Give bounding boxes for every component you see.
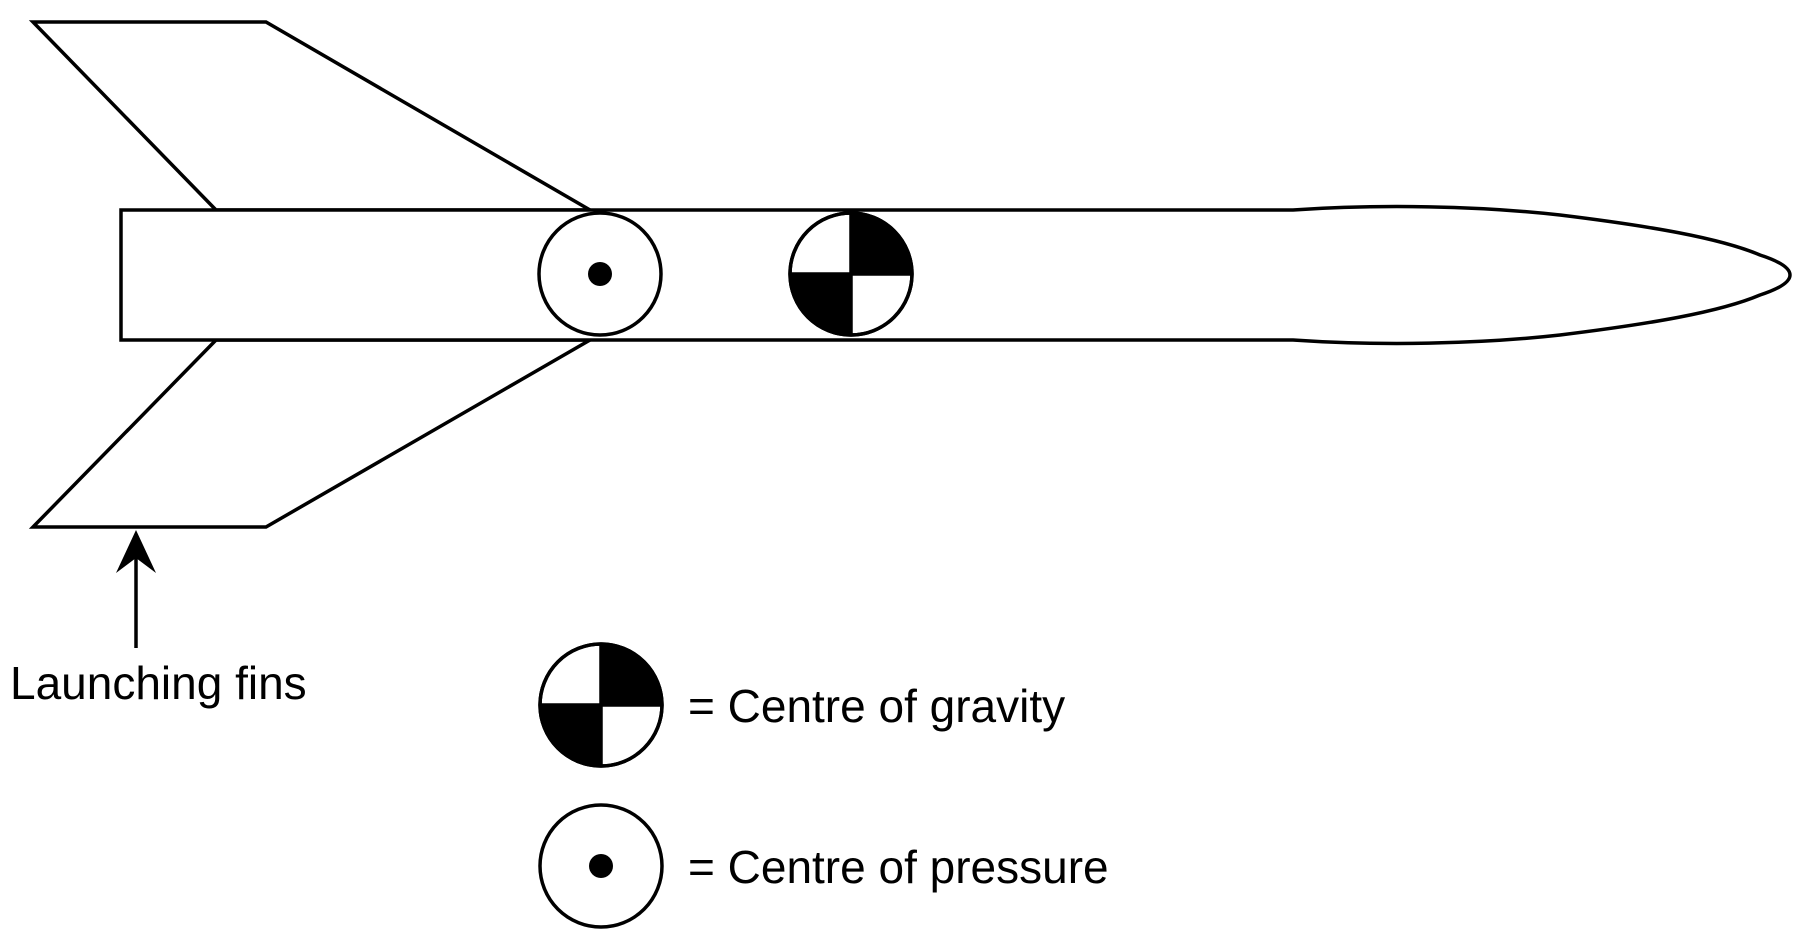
legend: = Centre of gravity = Centre of pressure	[538, 642, 1109, 929]
upper-fin	[28, 20, 597, 212]
fins-arrow	[116, 530, 156, 648]
legend-gravity-label: = Centre of gravity	[688, 680, 1065, 732]
legend-pressure-icon	[538, 803, 664, 929]
launching-fins-label: Launching fins	[10, 657, 307, 709]
legend-pressure-label: = Centre of pressure	[688, 841, 1109, 893]
lower-fin	[28, 338, 597, 529]
legend-gravity-icon	[538, 642, 664, 768]
centre-of-pressure-marker	[537, 211, 663, 337]
centre-of-gravity-marker	[788, 211, 914, 337]
rocket-body	[119, 204, 1792, 346]
